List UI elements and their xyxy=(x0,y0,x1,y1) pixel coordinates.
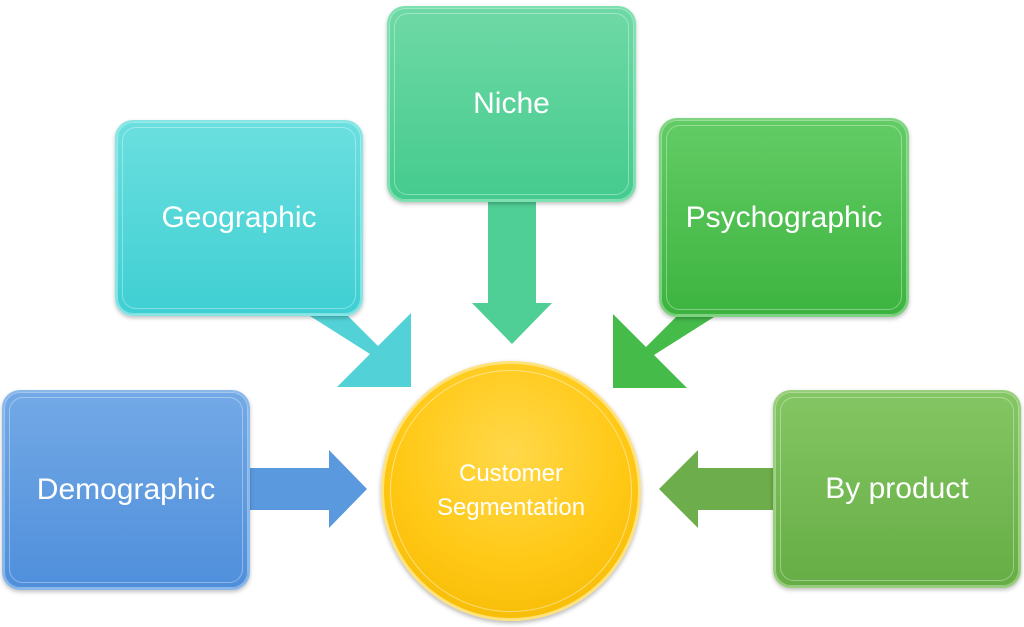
node-psychographic: Psychographic xyxy=(659,118,909,317)
center-node-line2: Segmentation xyxy=(436,494,586,521)
arrow-demographic-to-center xyxy=(250,450,367,528)
node-psychographic-label: Psychographic xyxy=(685,200,883,234)
arrow-byproduct-to-center xyxy=(659,450,773,528)
center-node-line1: Customer xyxy=(458,460,564,487)
arrow-niche-to-center xyxy=(472,202,552,344)
node-demographic: Demographic xyxy=(2,390,250,590)
arrow-psychographic-to-center xyxy=(613,314,714,388)
arrow-geographic-to-center xyxy=(310,313,411,387)
node-demographic-label: Demographic xyxy=(36,473,216,506)
center-node-customer-segmentation: Customer Segmentation xyxy=(381,361,641,621)
node-geographic: Geographic xyxy=(115,120,363,316)
node-niche: Niche xyxy=(387,6,636,202)
node-by-product-label: By product xyxy=(825,472,969,505)
node-niche-label: Niche xyxy=(473,87,550,120)
node-geographic-label: Geographic xyxy=(161,201,317,234)
node-by-product: By product xyxy=(773,390,1021,588)
